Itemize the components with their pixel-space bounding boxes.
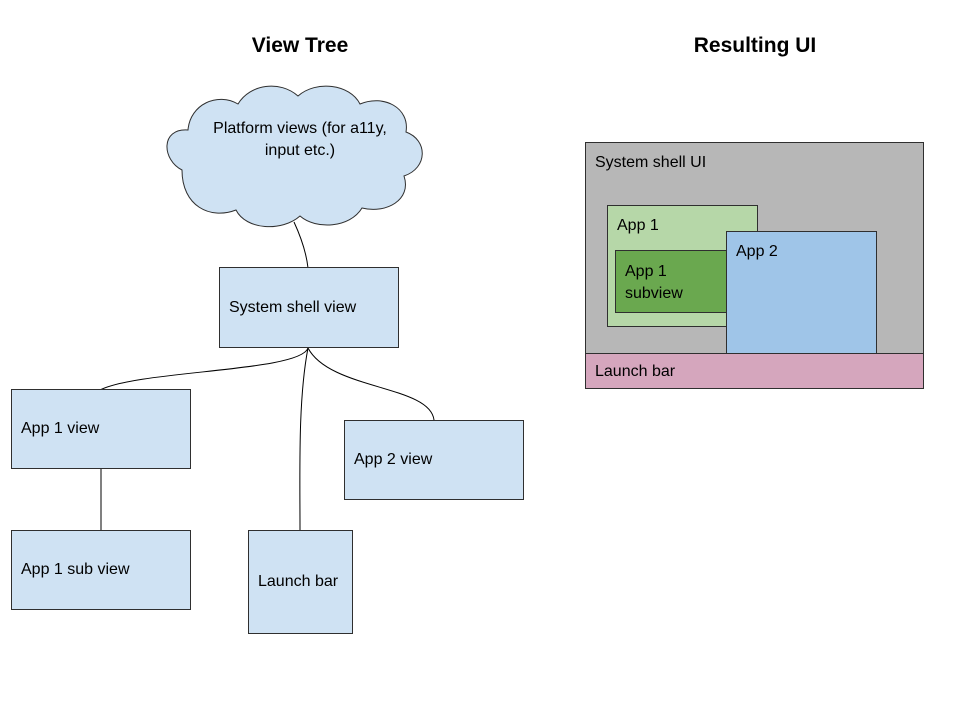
shell-to-app2-connector (307, 347, 435, 421)
shell-to-launchbar-connector (299, 347, 309, 531)
launch-bar-view-box: Launch bar (248, 530, 353, 634)
launch-bar-view-label: Launch bar (258, 573, 339, 590)
system-shell-ui-label: System shell UI (595, 154, 707, 171)
app1-subview-ui-label: App 1 subview (625, 263, 683, 302)
app1-ui-label: App 1 (617, 217, 659, 234)
launch-bar-ui-label: Launch bar (595, 363, 676, 380)
app1-sub-view-box: App 1 sub view (11, 530, 191, 610)
launch-bar-ui-region: Launch bar (585, 353, 924, 389)
resulting-ui-title: Resulting UI (693, 34, 817, 57)
system-shell-view-box: System shell view (219, 267, 399, 348)
cloud-to-shell-connector (293, 221, 309, 269)
app2-ui-region: App 2 (726, 231, 877, 354)
app2-ui-label: App 2 (736, 243, 778, 260)
app2-view-box: App 2 view (344, 420, 524, 500)
system-shell-view-label: System shell view (229, 298, 357, 316)
platform-views-cloud (166, 85, 423, 228)
app1-view-box: App 1 view (11, 389, 191, 469)
app1-view-label: App 1 view (21, 420, 100, 437)
app2-view-label: App 2 view (354, 451, 433, 468)
shell-to-app1-connector (99, 347, 309, 391)
platform-views-cloud-label: Platform views (for a11y, input etc.) (213, 120, 387, 159)
view-tree-title: View Tree (251, 34, 349, 57)
app1-sub-view-label: App 1 sub view (21, 561, 130, 578)
app1-subview-ui-region: App 1 subview (615, 250, 729, 313)
